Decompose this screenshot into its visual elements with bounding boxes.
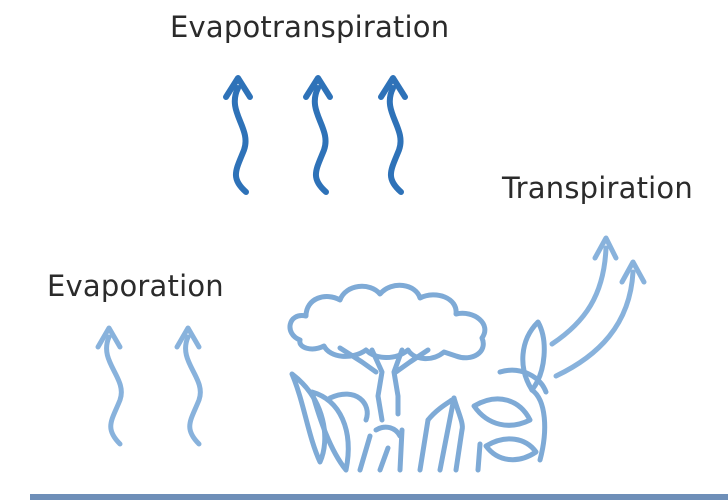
tree-and-plants-icon [290,285,546,470]
tree-canopy-icon [290,285,485,358]
evaporation-arrow-2-icon [177,328,200,444]
evapotranspiration-arrow-2-icon [306,78,330,192]
ground-line [30,494,728,500]
transpiration-arrow-1-icon [552,238,616,344]
evapotranspiration-arrow-3-icon [381,78,405,192]
transpiration-arrows [552,238,644,376]
evapotranspiration-arrows [226,78,405,192]
evapotranspiration-arrow-1-icon [226,78,250,192]
evaporation-arrow-1-icon [98,328,121,444]
evaporation-arrows [98,328,200,444]
